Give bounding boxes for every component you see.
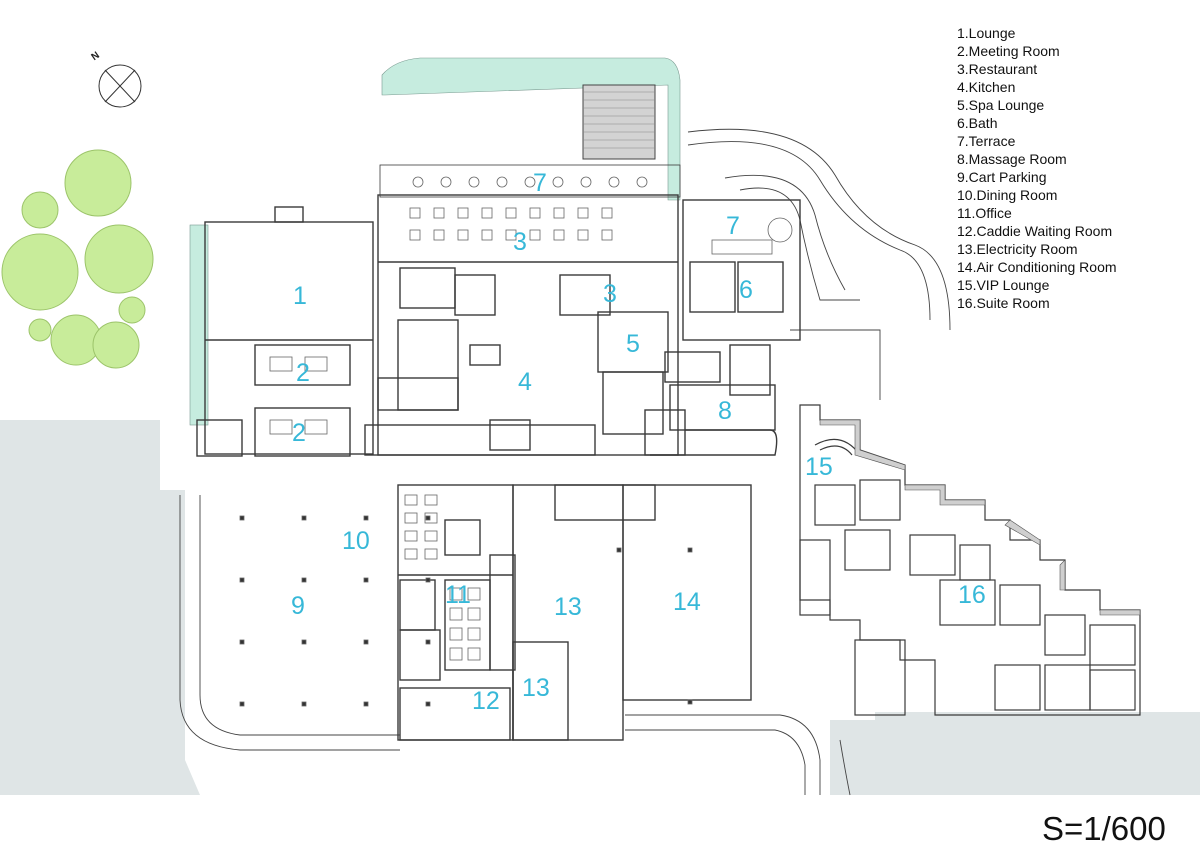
suite-wing <box>799 404 1141 716</box>
room-label: 1 <box>293 282 307 310</box>
legend-item: 13.Electricity Room <box>957 241 1078 257</box>
room-label: 2 <box>296 359 310 387</box>
room-legend: 1.Lounge 2.Meeting Room 3.Restaurant 4.K… <box>957 24 1117 312</box>
site-ground <box>0 420 1200 795</box>
roof-deck <box>582 84 656 160</box>
room-label: 3 <box>603 280 617 308</box>
access-road <box>179 128 951 796</box>
room-label: 6 <box>739 276 753 304</box>
north-arrow-icon <box>98 64 142 108</box>
room-label: 14 <box>673 588 701 616</box>
legend-item: 1.Lounge <box>957 25 1016 41</box>
room-label: 13 <box>554 593 582 621</box>
trees <box>1 89 647 369</box>
room-label: 9 <box>291 592 305 620</box>
room-label: 12 <box>472 687 500 715</box>
room-labels: 1 2 2 3 3 4 5 6 7 7 8 9 10 11 12 13 13 1… <box>291 169 986 715</box>
room-label: 10 <box>342 527 370 555</box>
scale-label: S=1/600 <box>1042 810 1166 847</box>
legend-item: 14.Air Conditioning Room <box>957 259 1117 275</box>
furniture-markers <box>239 176 793 707</box>
room-label: 16 <box>958 581 986 609</box>
legend-item: 7.Terrace <box>957 133 1016 149</box>
room-label: 3 <box>513 228 527 256</box>
legend-item: 15.VIP Lounge <box>957 277 1050 293</box>
room-label: 2 <box>292 419 306 447</box>
legend-item: 9.Cart Parking <box>957 169 1047 185</box>
room-label: 5 <box>626 330 640 358</box>
room-label: 11 <box>445 581 471 609</box>
legend-item: 6.Bath <box>957 115 998 131</box>
legend-item: 11.Office <box>957 205 1012 221</box>
legend-item: 12.Caddie Waiting Room <box>957 223 1113 239</box>
legend-item: 3.Restaurant <box>957 61 1038 77</box>
room-label: 4 <box>518 368 532 396</box>
room-label: 7 <box>726 212 740 240</box>
room-label: 7 <box>533 169 547 197</box>
room-label: 13 <box>522 674 550 702</box>
legend-item: 2.Meeting Room <box>957 43 1060 59</box>
legend-item: 10.Dining Room <box>957 187 1058 203</box>
lawn-areas <box>189 57 681 426</box>
legend-item: 4.Kitchen <box>957 79 1016 95</box>
legend-item: 16.Suite Room <box>957 295 1050 311</box>
room-label: 8 <box>718 397 732 425</box>
legend-item: 8.Massage Room <box>957 151 1067 167</box>
room-label: 15 <box>805 453 833 481</box>
legend-item: 5.Spa Lounge <box>957 97 1045 113</box>
building-walls <box>196 164 801 741</box>
suite-terrace-bands <box>819 419 1141 616</box>
